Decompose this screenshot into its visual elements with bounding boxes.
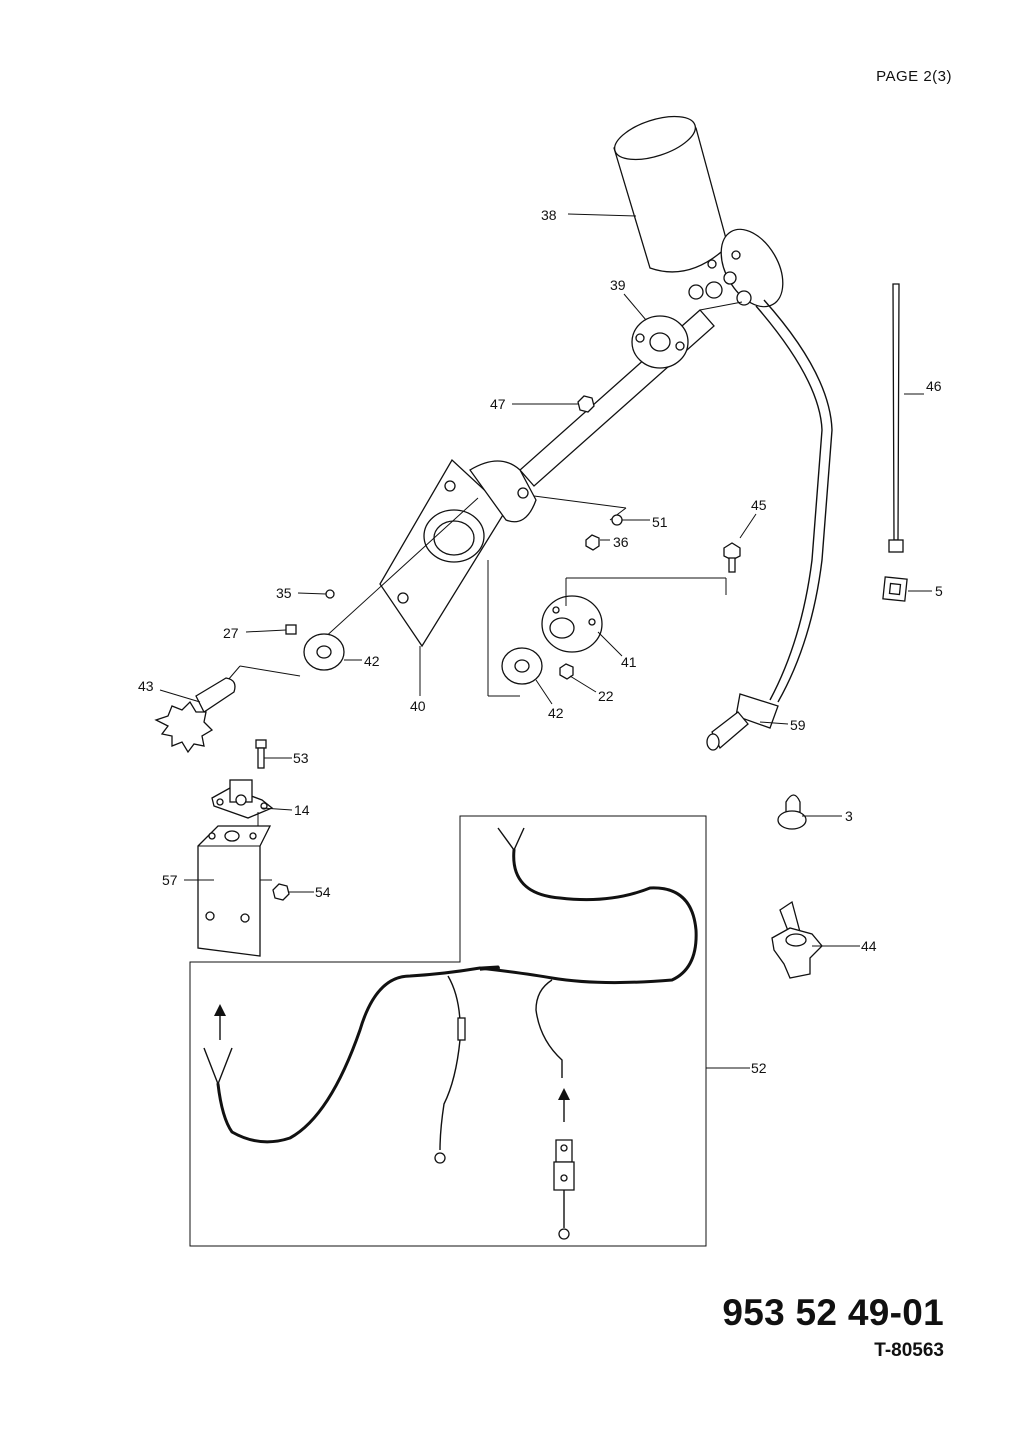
nut-part-36 — [585, 534, 600, 551]
arrow-up-icon — [214, 1004, 226, 1040]
bolt-part-45 — [723, 542, 741, 573]
plate-part-57 — [197, 825, 272, 957]
callout-51: 51 — [652, 514, 668, 530]
callout-57: 57 — [162, 872, 178, 888]
wiring-harness-part-52 — [203, 827, 698, 1164]
callout-35: 35 — [276, 585, 292, 601]
callout-38: 38 — [541, 207, 557, 223]
callout-53: 53 — [293, 750, 309, 766]
connector-assembly — [553, 1139, 575, 1240]
callout-27: 27 — [223, 625, 239, 641]
plate-part-40 — [379, 458, 537, 648]
cap-part-3 — [777, 794, 807, 830]
callout-59: 59 — [790, 717, 806, 733]
callout-46: 46 — [926, 378, 942, 394]
callout-54: 54 — [315, 884, 331, 900]
bushing-part-42-right — [501, 647, 543, 685]
bracket-part-14 — [211, 779, 274, 881]
bolt-part-53 — [255, 739, 267, 769]
callout-labels: 38 39 47 46 45 51 36 35 27 42 41 22 42 4… — [138, 207, 943, 1076]
clip-part-5 — [882, 576, 908, 602]
bolt-part-27 — [285, 624, 297, 635]
knob-part-43 — [154, 677, 236, 754]
washer-part-35 — [325, 589, 335, 599]
page-label: PAGE 2(3) — [876, 68, 952, 85]
callout-3: 3 — [845, 808, 853, 824]
leader-lines — [159, 213, 932, 1069]
flange-part-39 — [631, 315, 689, 369]
arrow-up-icon — [558, 1088, 570, 1122]
callout-42-left: 42 — [364, 653, 380, 669]
flange-part-41 — [541, 577, 727, 653]
callout-39: 39 — [610, 277, 626, 293]
callout-22: 22 — [598, 688, 614, 704]
callout-14: 14 — [294, 802, 310, 818]
drawing-reference: T-80563 — [874, 1340, 944, 1361]
callout-45: 45 — [751, 497, 767, 513]
callout-36: 36 — [613, 534, 629, 550]
callout-5: 5 — [935, 583, 943, 599]
shaft — [519, 301, 743, 487]
bushing-part-42-left — [303, 633, 345, 671]
part-number: 953 52 49-01 — [722, 1292, 944, 1333]
nut-part-54 — [272, 883, 290, 901]
callout-44: 44 — [861, 938, 877, 954]
callout-41: 41 — [621, 654, 637, 670]
callout-42-right: 42 — [548, 705, 564, 721]
toggle-switch-part-44 — [771, 900, 823, 979]
washer-part-51 — [611, 514, 623, 526]
cable-part-59 — [706, 299, 833, 751]
cylinder-part-38 — [613, 115, 784, 308]
wiring-harness-box — [189, 815, 707, 1247]
callout-52: 52 — [751, 1060, 767, 1076]
callout-47: 47 — [490, 396, 506, 412]
callout-43: 43 — [138, 678, 154, 694]
nut-part-47 — [577, 395, 595, 413]
cable-tie-part-46 — [888, 283, 904, 553]
nut-part-22 — [559, 663, 574, 680]
callout-40: 40 — [410, 698, 426, 714]
